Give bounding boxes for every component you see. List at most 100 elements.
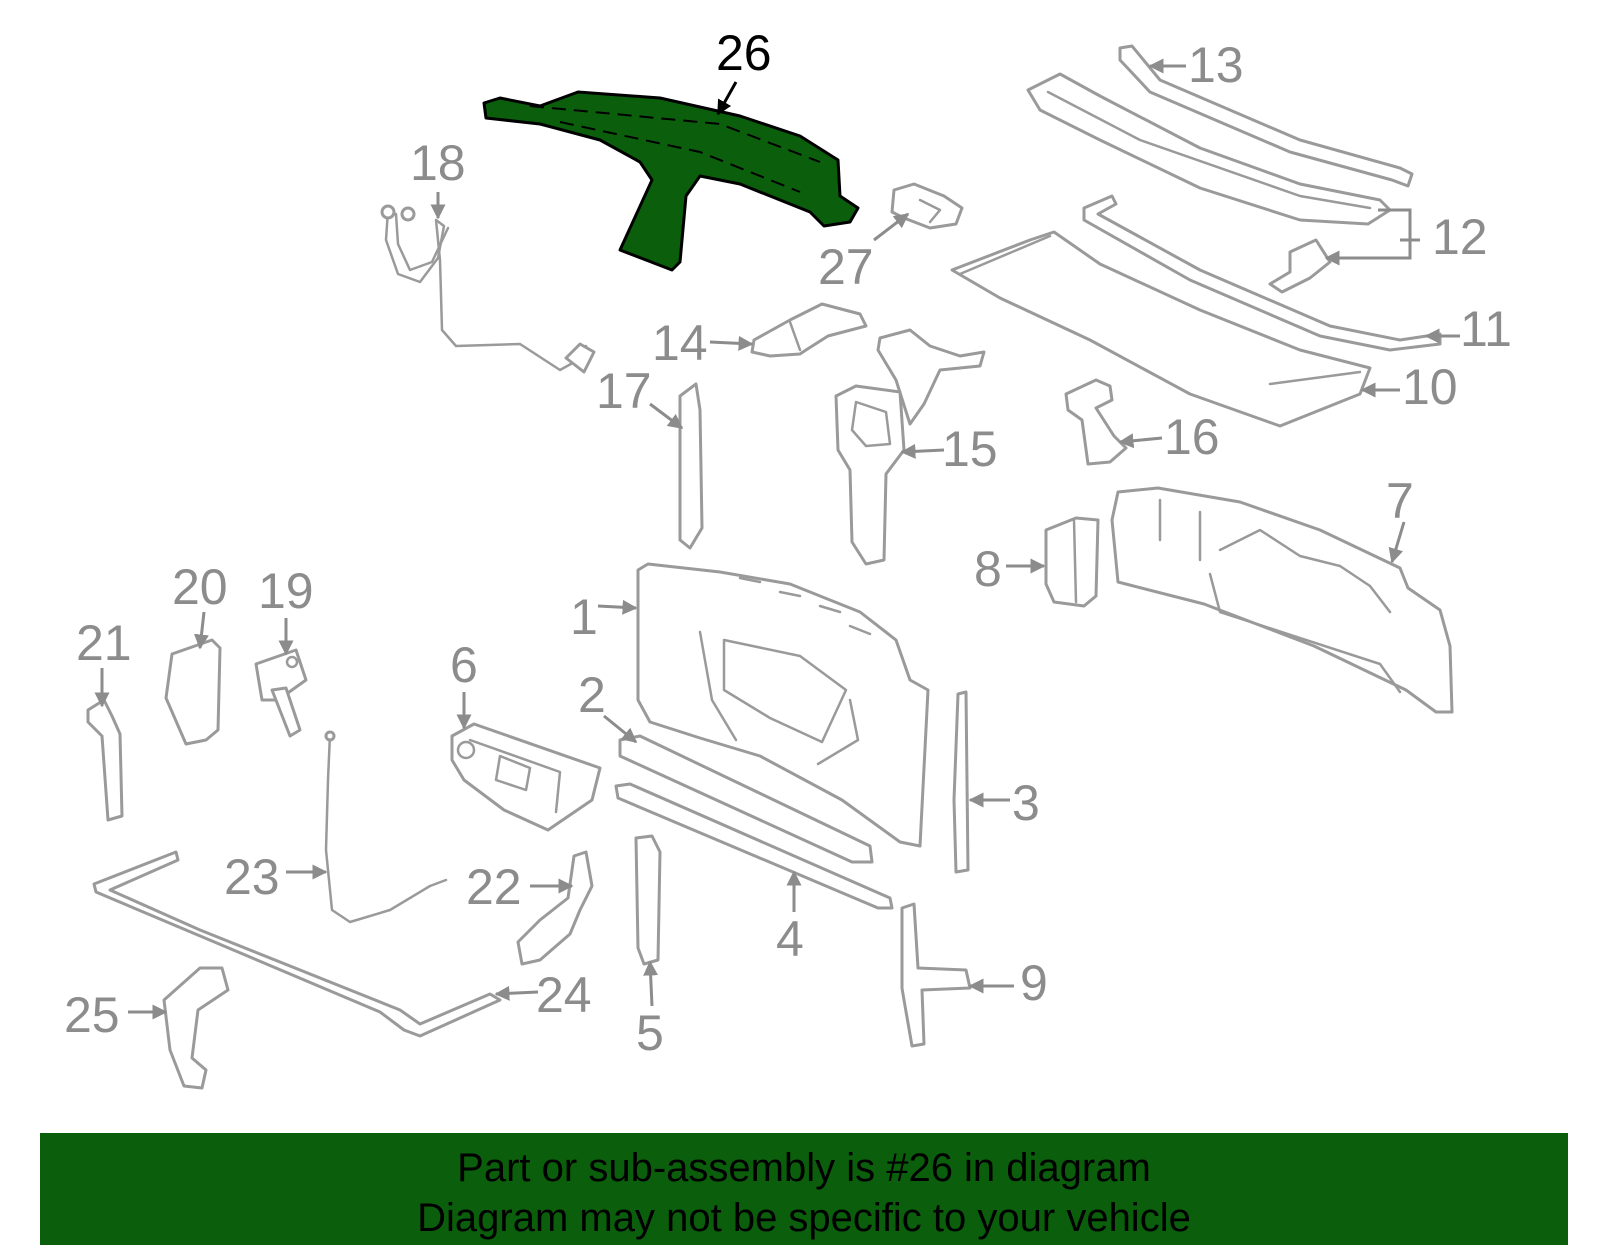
part-12-seal-edge [1046, 90, 1372, 210]
callout-10[interactable]: 10 [1402, 359, 1458, 415]
part-26-seam [559, 121, 801, 193]
part-17[interactable] [678, 382, 704, 550]
part-1[interactable] [636, 562, 930, 848]
part-16[interactable] [1064, 378, 1128, 466]
callout-16[interactable]: 16 [1164, 409, 1220, 465]
part-1-slots [738, 576, 872, 636]
part-18-cable [384, 208, 588, 372]
callout-1[interactable]: 1 [570, 589, 598, 645]
part-23-cable [324, 732, 448, 924]
leader-12 [1326, 208, 1420, 258]
callout-24[interactable]: 24 [536, 967, 592, 1023]
callout-15[interactable]: 15 [942, 421, 998, 477]
callout-21[interactable]: 21 [76, 615, 132, 671]
part-4[interactable] [614, 782, 894, 910]
part-23[interactable] [324, 730, 448, 924]
part-18[interactable] [380, 204, 596, 374]
leader-27 [873, 212, 910, 242]
part-7-detail [1158, 498, 1392, 614]
part-6-hole [456, 740, 476, 760]
part-20[interactable] [164, 638, 222, 746]
part-14[interactable] [750, 302, 868, 358]
callout-23[interactable]: 23 [224, 849, 280, 905]
leader-24 [494, 985, 539, 1001]
part-26-highlighted[interactable] [482, 90, 860, 272]
part-8-detail [1072, 518, 1078, 604]
part-15-body [834, 384, 906, 566]
part-21[interactable] [86, 698, 124, 822]
part-15-arm [876, 328, 986, 426]
callout-8[interactable]: 8 [974, 541, 1002, 597]
part-26-shape[interactable] [482, 90, 860, 272]
part-5[interactable] [634, 834, 662, 966]
part-15-slot [850, 400, 892, 448]
callout-14[interactable]: 14 [652, 315, 708, 371]
callout-12[interactable]: 12 [1432, 209, 1488, 265]
callout-5[interactable]: 5 [636, 1005, 664, 1061]
part-27-detail [918, 198, 942, 224]
leader-20 [194, 611, 209, 650]
callout-6[interactable]: 6 [450, 637, 478, 693]
part-6-detail [468, 738, 562, 814]
part-27[interactable] [890, 182, 964, 230]
leader-2 [603, 714, 638, 744]
part-18-terminal [380, 204, 396, 220]
callout-20[interactable]: 20 [172, 559, 228, 615]
part-3[interactable] [952, 690, 970, 874]
part-1-panel [636, 562, 930, 848]
part-10-edge [1268, 370, 1362, 386]
callout-27[interactable]: 27 [818, 239, 874, 295]
callout-3[interactable]: 3 [1012, 775, 1040, 831]
callout-2[interactable]: 2 [578, 667, 606, 723]
part-8[interactable] [1044, 516, 1100, 608]
leader-16 [1118, 433, 1163, 449]
part-1-opening [722, 638, 848, 744]
leader-1 [597, 599, 638, 615]
callout-4[interactable]: 4 [776, 911, 804, 967]
leader-7 [1388, 521, 1406, 564]
callout-9[interactable]: 9 [1020, 955, 1048, 1011]
part-10-edge [958, 234, 1052, 276]
part-9[interactable] [900, 902, 972, 1048]
part-15[interactable] [834, 328, 986, 566]
callout-labels: 26 13 12 11 10 27 18 14 17 15 16 7 8 1 2… [64, 25, 1512, 1061]
part-13[interactable] [1118, 44, 1414, 188]
part-19-hole [285, 655, 299, 669]
callout-26[interactable]: 26 [716, 25, 772, 81]
callout-25[interactable]: 25 [64, 987, 120, 1043]
leader-15 [900, 443, 945, 459]
part-10[interactable] [950, 230, 1372, 428]
leader-17 [649, 402, 684, 430]
callout-11[interactable]: 11 [1460, 301, 1512, 357]
callout-19[interactable]: 19 [258, 563, 314, 619]
part-19[interactable] [254, 648, 308, 738]
leader-14 [709, 335, 754, 351]
part-18-terminal [400, 206, 416, 222]
part-24[interactable] [92, 850, 502, 1038]
leader-5 [643, 960, 659, 1007]
callout-17[interactable]: 17 [596, 363, 652, 419]
part-1-rib [698, 630, 860, 766]
part-7[interactable] [1110, 486, 1454, 714]
part-25[interactable] [162, 966, 230, 1090]
part-18-cable [394, 212, 450, 272]
part-23-end [324, 730, 336, 742]
part-11[interactable] [1082, 194, 1442, 352]
part-24-rod [92, 850, 502, 1038]
callout-22[interactable]: 22 [466, 859, 522, 915]
part-18-connector [564, 342, 596, 374]
info-banner: Part or sub-assembly is #26 in diagram D… [40, 1133, 1568, 1245]
part-14-detail [788, 320, 802, 352]
callout-18[interactable]: 18 [410, 135, 466, 191]
callout-7[interactable]: 7 [1386, 473, 1414, 529]
part-12-bracket[interactable] [1268, 238, 1332, 294]
part-2[interactable] [618, 734, 874, 864]
leader-26 [716, 81, 738, 116]
part-6-body [450, 722, 602, 832]
part-19-lever [270, 686, 302, 738]
part-7-detail [1208, 572, 1402, 694]
callout-13[interactable]: 13 [1188, 37, 1244, 93]
part-22[interactable] [516, 850, 594, 966]
part-6[interactable] [450, 722, 602, 832]
